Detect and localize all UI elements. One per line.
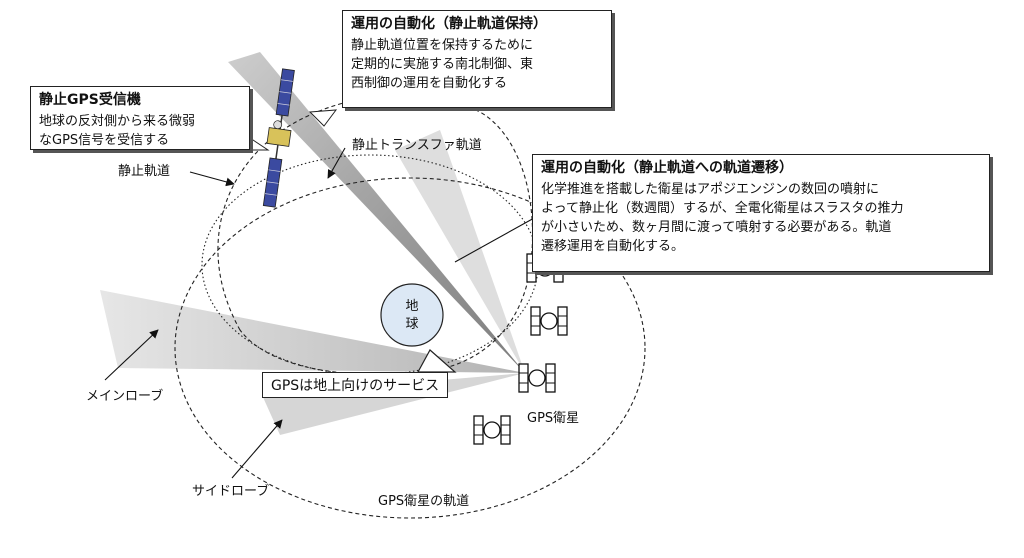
- geo-satellite-icon: [262, 68, 295, 208]
- side-lobe-lower: [262, 373, 525, 435]
- side-lobe-upper: [395, 130, 525, 373]
- main-lobe-beam-left: [100, 290, 525, 373]
- receiver-pointer: [249, 137, 270, 151]
- main-lobe-arrow: [104, 329, 159, 381]
- gps-satellite-icon: [473, 415, 511, 445]
- transfer-orbit-arrow: [327, 147, 346, 179]
- earth-label: 地 球: [394, 298, 430, 334]
- gps-service-box: GPSは地上向けのサービス: [262, 372, 449, 398]
- transfer-title: 運用の自動化（静止軌道への軌道遷移）: [541, 160, 793, 176]
- side-lobe-label: サイドローブ: [192, 484, 270, 499]
- geo-orbit-arrow: [189, 171, 235, 187]
- main-lobe-label: メインローブ: [86, 389, 164, 404]
- gps-satellite-icon: [518, 363, 556, 393]
- transfer-orbit-label: 静止トランスファ軌道: [352, 138, 482, 153]
- gps-satellite-orbit: [174, 177, 646, 519]
- stationkeeping-callout: 運用の自動化（静止軌道保持） 静止軌道位置を保持するために 定期的に実施する南北…: [342, 10, 612, 108]
- geo-orbit-label: 静止軌道: [118, 164, 171, 179]
- stationkeeping-title: 運用の自動化（静止軌道保持）: [351, 16, 547, 32]
- beam-group: [100, 52, 525, 435]
- main-lobe-beam-up: [228, 52, 525, 373]
- gps-receiver-callout: 静止GPS受信機 地球の反対側から来る微弱 なGPS信号を受信する: [30, 86, 250, 150]
- earth-label-line2: 球: [405, 317, 419, 332]
- stationkeeping-pointer: [308, 109, 338, 127]
- gps-satellite-label: GPS衛星: [527, 411, 580, 426]
- transfer-callout-leader: [454, 211, 546, 263]
- side-lobe-arrow: [231, 419, 283, 479]
- gps-receiver-title: 静止GPS受信機: [39, 92, 141, 108]
- gps-satellite-icon: [530, 306, 568, 336]
- earth: [380, 283, 444, 347]
- gps-receiver-body: 地球の反対側から来る微弱 なGPS信号を受信する: [39, 114, 196, 148]
- gps-orbit-label: GPS衛星の軌道: [378, 494, 470, 509]
- stationkeeping-body: 静止軌道位置を保持するために 定期的に実施する南北制御、東 西制御の運用を自動化…: [351, 38, 534, 91]
- transfer-body: 化学推進を搭載した衛星はアポジエンジンの数回の噴射に よって静止化（数週間）する…: [541, 182, 904, 254]
- transfer-callout: 運用の自動化（静止軌道への軌道遷移） 化学推進を搭載した衛星はアポジエンジンの数…: [532, 154, 990, 272]
- earth-label-line1: 地: [405, 299, 419, 314]
